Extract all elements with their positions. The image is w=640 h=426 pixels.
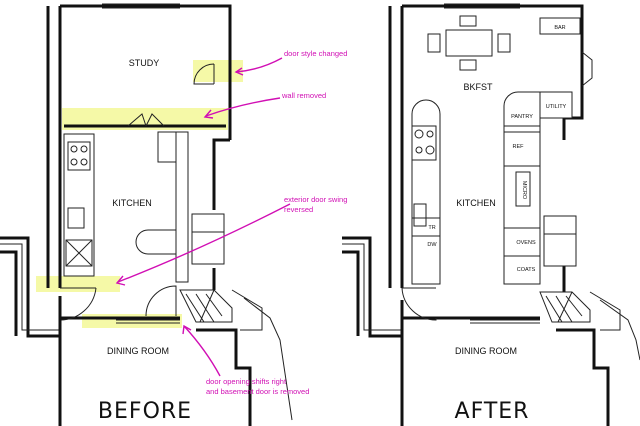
after-coats-label: COATS <box>517 267 536 273</box>
after-exterior-door <box>401 287 437 321</box>
arrow-exterior-door <box>117 203 291 283</box>
after-chair-right <box>497 33 511 53</box>
after-bkfst-label: BKFST <box>463 82 493 92</box>
annotation-wall-removed: wall removed <box>281 91 326 100</box>
before-sink <box>67 207 85 229</box>
after-pantry-label: PANTRY <box>511 114 533 120</box>
before-study-door-swing <box>193 63 215 85</box>
before-outer-walls <box>58 4 232 320</box>
after-ovens-label: OVENS <box>516 240 536 246</box>
arrow-exterior-door-head <box>115 275 126 286</box>
before-dining-label: DINING ROOM <box>107 346 169 356</box>
before-exterior-door <box>59 287 97 321</box>
after-chair-left <box>427 33 441 53</box>
before-peninsula <box>135 229 177 255</box>
annotation-door-style: door style changed <box>284 49 347 58</box>
before-burner-2 <box>80 145 88 153</box>
after-bar <box>539 17 581 35</box>
after-utility-label: UTILITY <box>546 104 567 110</box>
after-ref-label: REF <box>513 144 525 150</box>
arrow-dining-opening <box>183 325 221 377</box>
after-kitchen-label: KITCHEN <box>456 198 496 208</box>
arrow-door-style <box>235 57 283 73</box>
highlight-dining-opening <box>82 314 182 328</box>
after-chair-bottom <box>459 59 477 71</box>
after-side-door <box>581 51 593 87</box>
before-dw-x2 <box>65 239 93 267</box>
annotation-dining-opening-2: and basement door is removed <box>206 387 309 396</box>
annotation-dining-opening: door opening shifts right <box>206 377 287 386</box>
before-stairs <box>179 289 233 323</box>
after-caption: AFTER <box>455 399 530 424</box>
arrow-dining-opening-head <box>182 324 192 335</box>
after-utility-block <box>503 91 573 127</box>
annotation-exterior-door: exterior door swing <box>284 195 347 204</box>
after-micro-label: MICRO <box>521 181 527 200</box>
highlight-exterior-door <box>36 276 120 292</box>
arrow-door-style-head <box>234 67 244 76</box>
after-burner-4 <box>425 145 435 155</box>
before-burner-3 <box>70 158 78 166</box>
before-counter-right-2 <box>175 131 189 283</box>
before-basement-door <box>145 285 177 317</box>
after-micro <box>515 171 531 207</box>
highlight-study-door <box>193 60 243 82</box>
after-burner-3 <box>415 146 423 154</box>
after-plan: BAR TR DW UTILITY PANTRY REF MICRO OVENS <box>342 3 640 426</box>
after-dining-label: DINING ROOM <box>455 346 517 356</box>
after-bay <box>589 291 640 361</box>
before-dining-walls <box>58 318 252 426</box>
annotations: door style changed wall removed exterior… <box>115 49 347 396</box>
after-pantry-right <box>543 215 577 267</box>
before-porch <box>0 236 60 338</box>
before-bay <box>231 289 293 421</box>
after-dining-walls <box>400 318 610 426</box>
after-porch-thin <box>342 243 402 331</box>
after-chair-top <box>459 15 477 27</box>
after-sink <box>413 203 427 227</box>
after-burner-2 <box>426 130 434 138</box>
after-dw-label: DW <box>427 242 437 248</box>
before-plan: STUDY KITCHEN DINING ROOM <box>0 3 293 426</box>
after-stairs <box>539 291 591 323</box>
before-burner-4 <box>80 158 88 166</box>
after-bar-label: BAR <box>554 25 565 31</box>
after-porch <box>342 236 402 338</box>
annotation-exterior-door-2: reversed <box>284 205 313 214</box>
arrow-wall-removed-head <box>203 109 214 119</box>
before-study-label: STUDY <box>129 58 160 68</box>
after-table <box>445 29 493 57</box>
after-burner-1 <box>414 129 424 139</box>
before-french-doors <box>127 113 165 127</box>
before-burner-1 <box>70 145 78 153</box>
after-tr-label: TR <box>428 225 435 231</box>
before-porch-thin <box>0 243 60 331</box>
before-caption: BEFORE <box>98 399 192 424</box>
before-kitchen-label: KITCHEN <box>112 198 152 208</box>
before-range <box>67 141 91 171</box>
after-outer-walls <box>400 4 584 320</box>
arrow-wall-removed <box>205 97 281 117</box>
